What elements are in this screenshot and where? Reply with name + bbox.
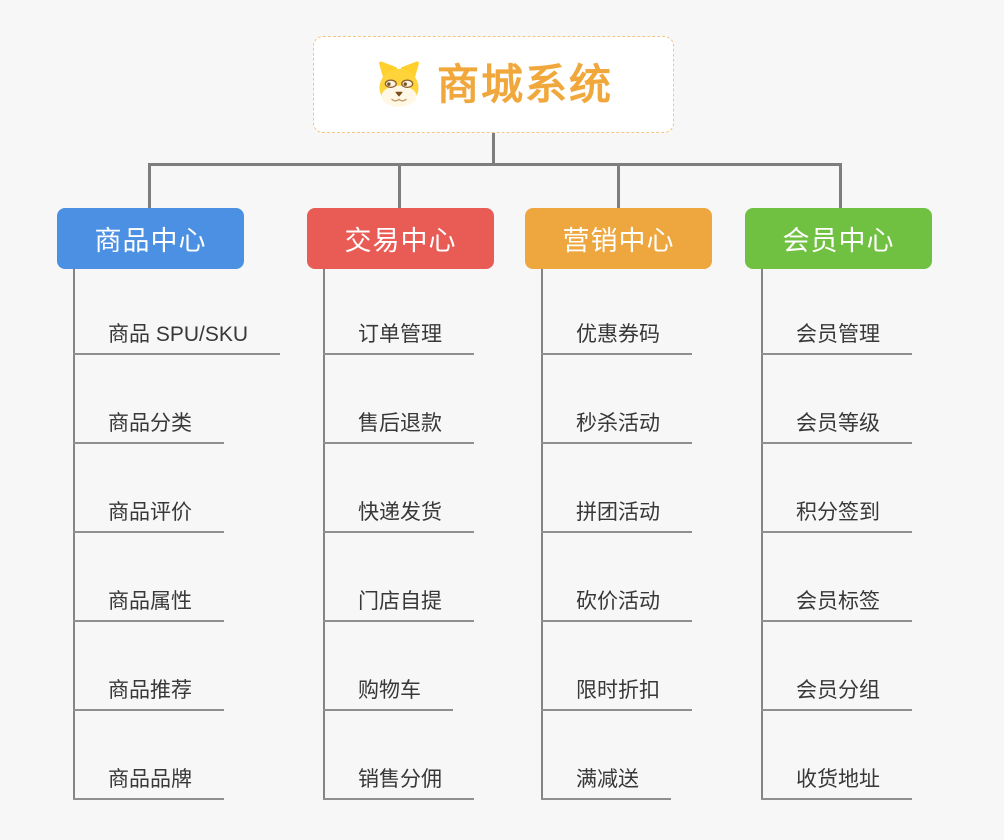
branch-node-trade-center[interactable]: 交易中心 [307, 208, 494, 269]
connector-horizontal [148, 163, 842, 166]
branch-spine-product-center [73, 269, 75, 800]
branch-node-marketing-center[interactable]: 营销中心 [525, 208, 712, 269]
child-node[interactable]: 满减送 [541, 764, 671, 800]
child-node[interactable]: 销售分佣 [323, 764, 474, 800]
root-title: 商城系统 [436, 60, 613, 108]
connector-root-stub [492, 133, 495, 165]
branch-spine-trade-center [323, 269, 325, 800]
child-node[interactable]: 门店自提 [323, 586, 474, 622]
child-node[interactable]: 优惠券码 [541, 319, 692, 355]
child-node[interactable]: 砍价活动 [541, 586, 692, 622]
child-node[interactable]: 会员等级 [761, 408, 912, 444]
child-node[interactable]: 商品评价 [73, 497, 224, 533]
child-node[interactable]: 秒杀活动 [541, 408, 692, 444]
connector-drop-4 [839, 163, 842, 208]
child-node[interactable]: 快递发货 [323, 497, 474, 533]
branch-spine-member-center [761, 269, 763, 800]
branch-node-product-center[interactable]: 商品中心 [57, 208, 244, 269]
connector-drop-3 [617, 163, 620, 208]
child-node[interactable]: 限时折扣 [541, 675, 692, 711]
child-node[interactable]: 购物车 [323, 675, 453, 711]
child-node[interactable]: 会员分组 [761, 675, 912, 711]
child-node[interactable]: 积分签到 [761, 497, 912, 533]
branch-node-member-center[interactable]: 会员中心 [745, 208, 932, 269]
child-node[interactable]: 商品属性 [73, 586, 224, 622]
child-node[interactable]: 商品品牌 [73, 764, 224, 800]
dog-face-icon [379, 61, 419, 107]
child-node[interactable]: 会员标签 [761, 586, 912, 622]
connector-drop-2 [398, 163, 401, 208]
child-node[interactable]: 商品推荐 [73, 675, 224, 711]
child-node[interactable]: 订单管理 [323, 319, 474, 355]
child-node[interactable]: 拼团活动 [541, 497, 692, 533]
child-node[interactable]: 商品分类 [73, 408, 224, 444]
child-node[interactable]: 收货地址 [761, 764, 912, 800]
child-node[interactable]: 商品 SPU/SKU [73, 319, 281, 355]
connector-drop-1 [148, 163, 151, 208]
root-node[interactable]: 商城系统 [313, 36, 674, 133]
child-node[interactable]: 会员管理 [761, 319, 912, 355]
branch-spine-marketing-center [541, 269, 543, 800]
child-node[interactable]: 售后退款 [323, 408, 474, 444]
